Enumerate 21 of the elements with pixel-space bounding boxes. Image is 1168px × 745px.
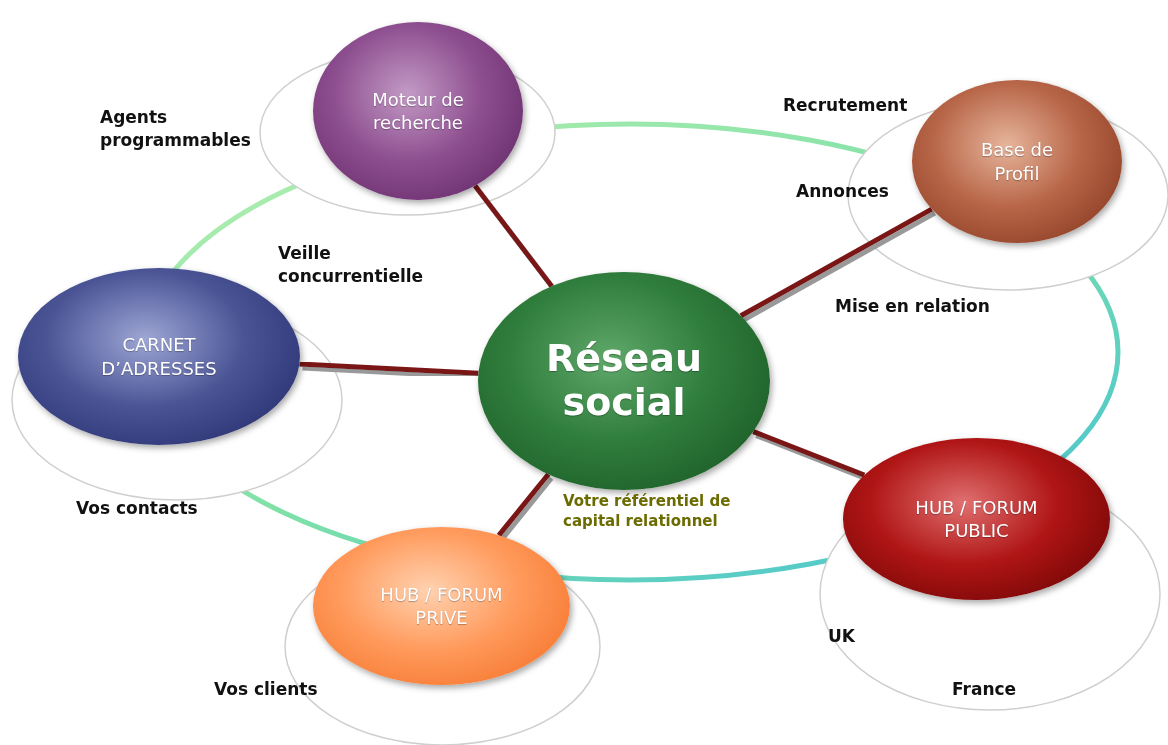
connector-line [299,361,479,376]
text-label: UK [828,625,856,648]
node-label: HUB / FORUM PRIVE [379,582,504,630]
node-label: HUB / FORUM PUBLIC [914,495,1039,543]
node-label: CARNET D’ADRESSES [100,333,218,380]
node-caption: Votre référentiel de capital relationnel [563,492,732,531]
text-label: Agents programmables [100,106,252,152]
text-label: Recrutement [783,94,909,117]
node-label: Réseau social [544,337,704,425]
text-label: Vos contacts [76,497,199,520]
connector-line [496,472,551,537]
connector-line [752,429,866,478]
text-label: Mise en relation [835,295,991,318]
text-label: Veille concurrentielle [278,242,425,288]
text-label: France [952,678,1018,701]
node-label: Moteur de recherche [371,87,465,135]
connector-line [739,206,933,318]
text-label: Vos clients [214,678,319,701]
connector-line [473,184,554,288]
text-label: Annonces [796,180,890,203]
node-label: Base de Profil [979,138,1055,185]
